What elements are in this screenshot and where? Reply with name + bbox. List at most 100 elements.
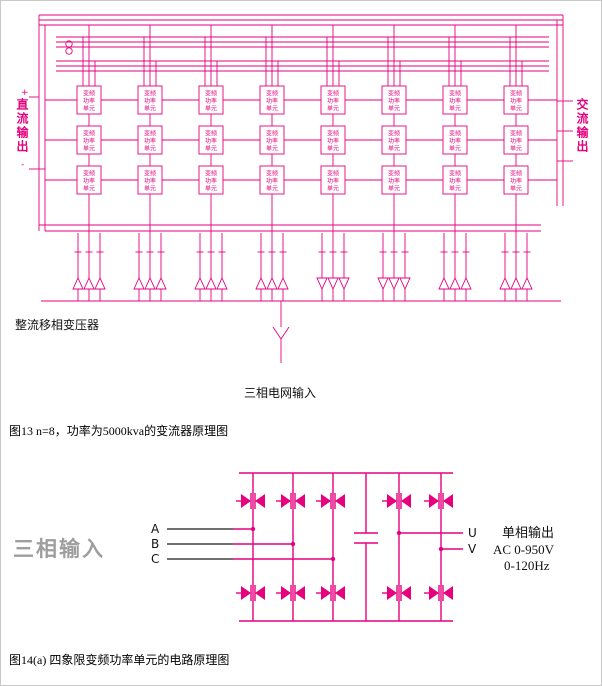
output-voltage-label: AC 0-950V [493,542,555,557]
svg-text:单元: 单元 [83,105,95,113]
igbt-devices [236,493,453,601]
dc-bus-left [29,15,46,231]
svg-text:变频: 变频 [388,90,400,98]
svg-text:单元: 单元 [510,145,522,153]
power-unit-grid: 变频功率单元变频功率单元变频功率单元变频功率单元变频功率单元变频功率单元变频功率… [45,25,557,233]
svg-text:功率: 功率 [327,137,339,145]
svg-text:功率: 功率 [510,137,522,145]
dc-minus-terminal-label: - [21,160,25,170]
svg-text:变频: 变频 [144,170,156,178]
three-phase-input-label: 三相输入 [13,537,105,561]
svg-text:功率: 功率 [510,177,522,185]
svg-text:单元: 单元 [205,185,217,193]
transformer-label: 整流移相变压器 [15,318,100,332]
svg-text:功率: 功率 [205,177,217,185]
figure14-caption: 图14(a) 四象限变频功率单元的电路原理图 [9,653,230,667]
svg-text:功率: 功率 [449,177,461,185]
svg-text:单元: 单元 [327,105,339,113]
svg-text:单元: 单元 [510,105,522,113]
svg-text:单元: 单元 [510,185,522,193]
svg-text:变频: 变频 [144,90,156,98]
ac-output-label: 交流输出 [575,98,589,154]
svg-text:功率: 功率 [83,137,95,145]
svg-text:功率: 功率 [266,97,278,105]
svg-text:功率: 功率 [510,97,522,105]
output-v-label: V [468,542,477,556]
svg-text:单元: 单元 [449,185,461,193]
output-frequency-label: 0-120Hz [504,558,550,573]
svg-text:功率: 功率 [388,177,400,185]
svg-text:功率: 功率 [449,137,461,145]
figure14-power-unit-circuit [167,472,463,622]
svg-text:单元: 单元 [388,145,400,153]
svg-text:变频: 变频 [510,170,522,178]
svg-text:变频: 变频 [449,90,461,98]
svg-text:变频: 变频 [144,130,156,138]
svg-text:单元: 单元 [144,145,156,153]
svg-text:单元: 单元 [449,105,461,113]
svg-text:变频: 变频 [449,130,461,138]
svg-text:功率: 功率 [144,97,156,105]
ac-bus-right [556,15,573,206]
junction-dots [250,526,444,562]
svg-text:功率: 功率 [83,177,95,185]
svg-text:功率: 功率 [205,137,217,145]
svg-text:功率: 功率 [327,97,339,105]
svg-text:变频: 变频 [510,130,522,138]
svg-text:单元: 单元 [144,185,156,193]
svg-text:功率: 功率 [388,137,400,145]
svg-text:变频: 变频 [83,170,95,178]
meter-icon [65,40,73,55]
svg-text:单元: 单元 [388,185,400,193]
svg-text:功率: 功率 [388,97,400,105]
svg-text:变频: 变频 [266,170,278,178]
top-bus-wiring [39,14,563,72]
dc-output-label: 直流输出 [15,98,29,154]
svg-text:单元: 单元 [266,145,278,153]
svg-text:变频: 变频 [449,170,461,178]
phase-b-label: B [151,537,160,551]
grid-input-label: 三相电网输入 [244,386,317,400]
svg-text:单元: 单元 [266,185,278,193]
svg-text:变频: 变频 [205,90,217,98]
svg-text:功率: 功率 [266,137,278,145]
figure13-caption: 图13 n=8，功率为5000kva的变流器原理图 [9,424,229,438]
svg-text:功率: 功率 [144,137,156,145]
single-phase-output-label: 单相输出 [502,525,555,540]
svg-text:功率: 功率 [205,97,217,105]
cascade-bus [39,224,541,232]
svg-text:单元: 单元 [327,145,339,153]
svg-text:功率: 功率 [266,177,278,185]
dc-plus-terminal-label: + [21,88,29,98]
svg-text:变频: 变频 [205,130,217,138]
svg-text:单元: 单元 [144,105,156,113]
svg-text:单元: 单元 [449,145,461,153]
svg-text:单元: 单元 [388,105,400,113]
svg-text:单元: 单元 [83,145,95,153]
svg-text:功率: 功率 [327,177,339,185]
svg-text:变频: 变频 [327,130,339,138]
bridge-wiring [233,472,463,622]
svg-text:变频: 变频 [327,170,339,178]
svg-text:单元: 单元 [205,145,217,153]
svg-text:变频: 变频 [266,130,278,138]
svg-text:变频: 变频 [327,90,339,98]
svg-text:功率: 功率 [449,97,461,105]
phase-a-label: A [151,522,160,536]
svg-text:变频: 变频 [205,170,217,178]
phase-c-label: C [151,552,160,566]
svg-text:单元: 单元 [327,185,339,193]
transformer-secondary-windings [72,233,533,301]
three-phase-input-lines [167,528,233,560]
output-u-label: U [468,526,477,540]
svg-text:单元: 单元 [83,185,95,193]
svg-text:功率: 功率 [83,97,95,105]
svg-text:功率: 功率 [144,177,156,185]
svg-text:变频: 变频 [266,90,278,98]
figure13-converter-schematic: 变频功率单元变频功率单元变频功率单元变频功率单元变频功率单元变频功率单元变频功率… [29,14,573,363]
svg-text:变频: 变频 [510,90,522,98]
svg-text:变频: 变频 [388,170,400,178]
svg-text:变频: 变频 [83,90,95,98]
svg-text:单元: 单元 [266,105,278,113]
